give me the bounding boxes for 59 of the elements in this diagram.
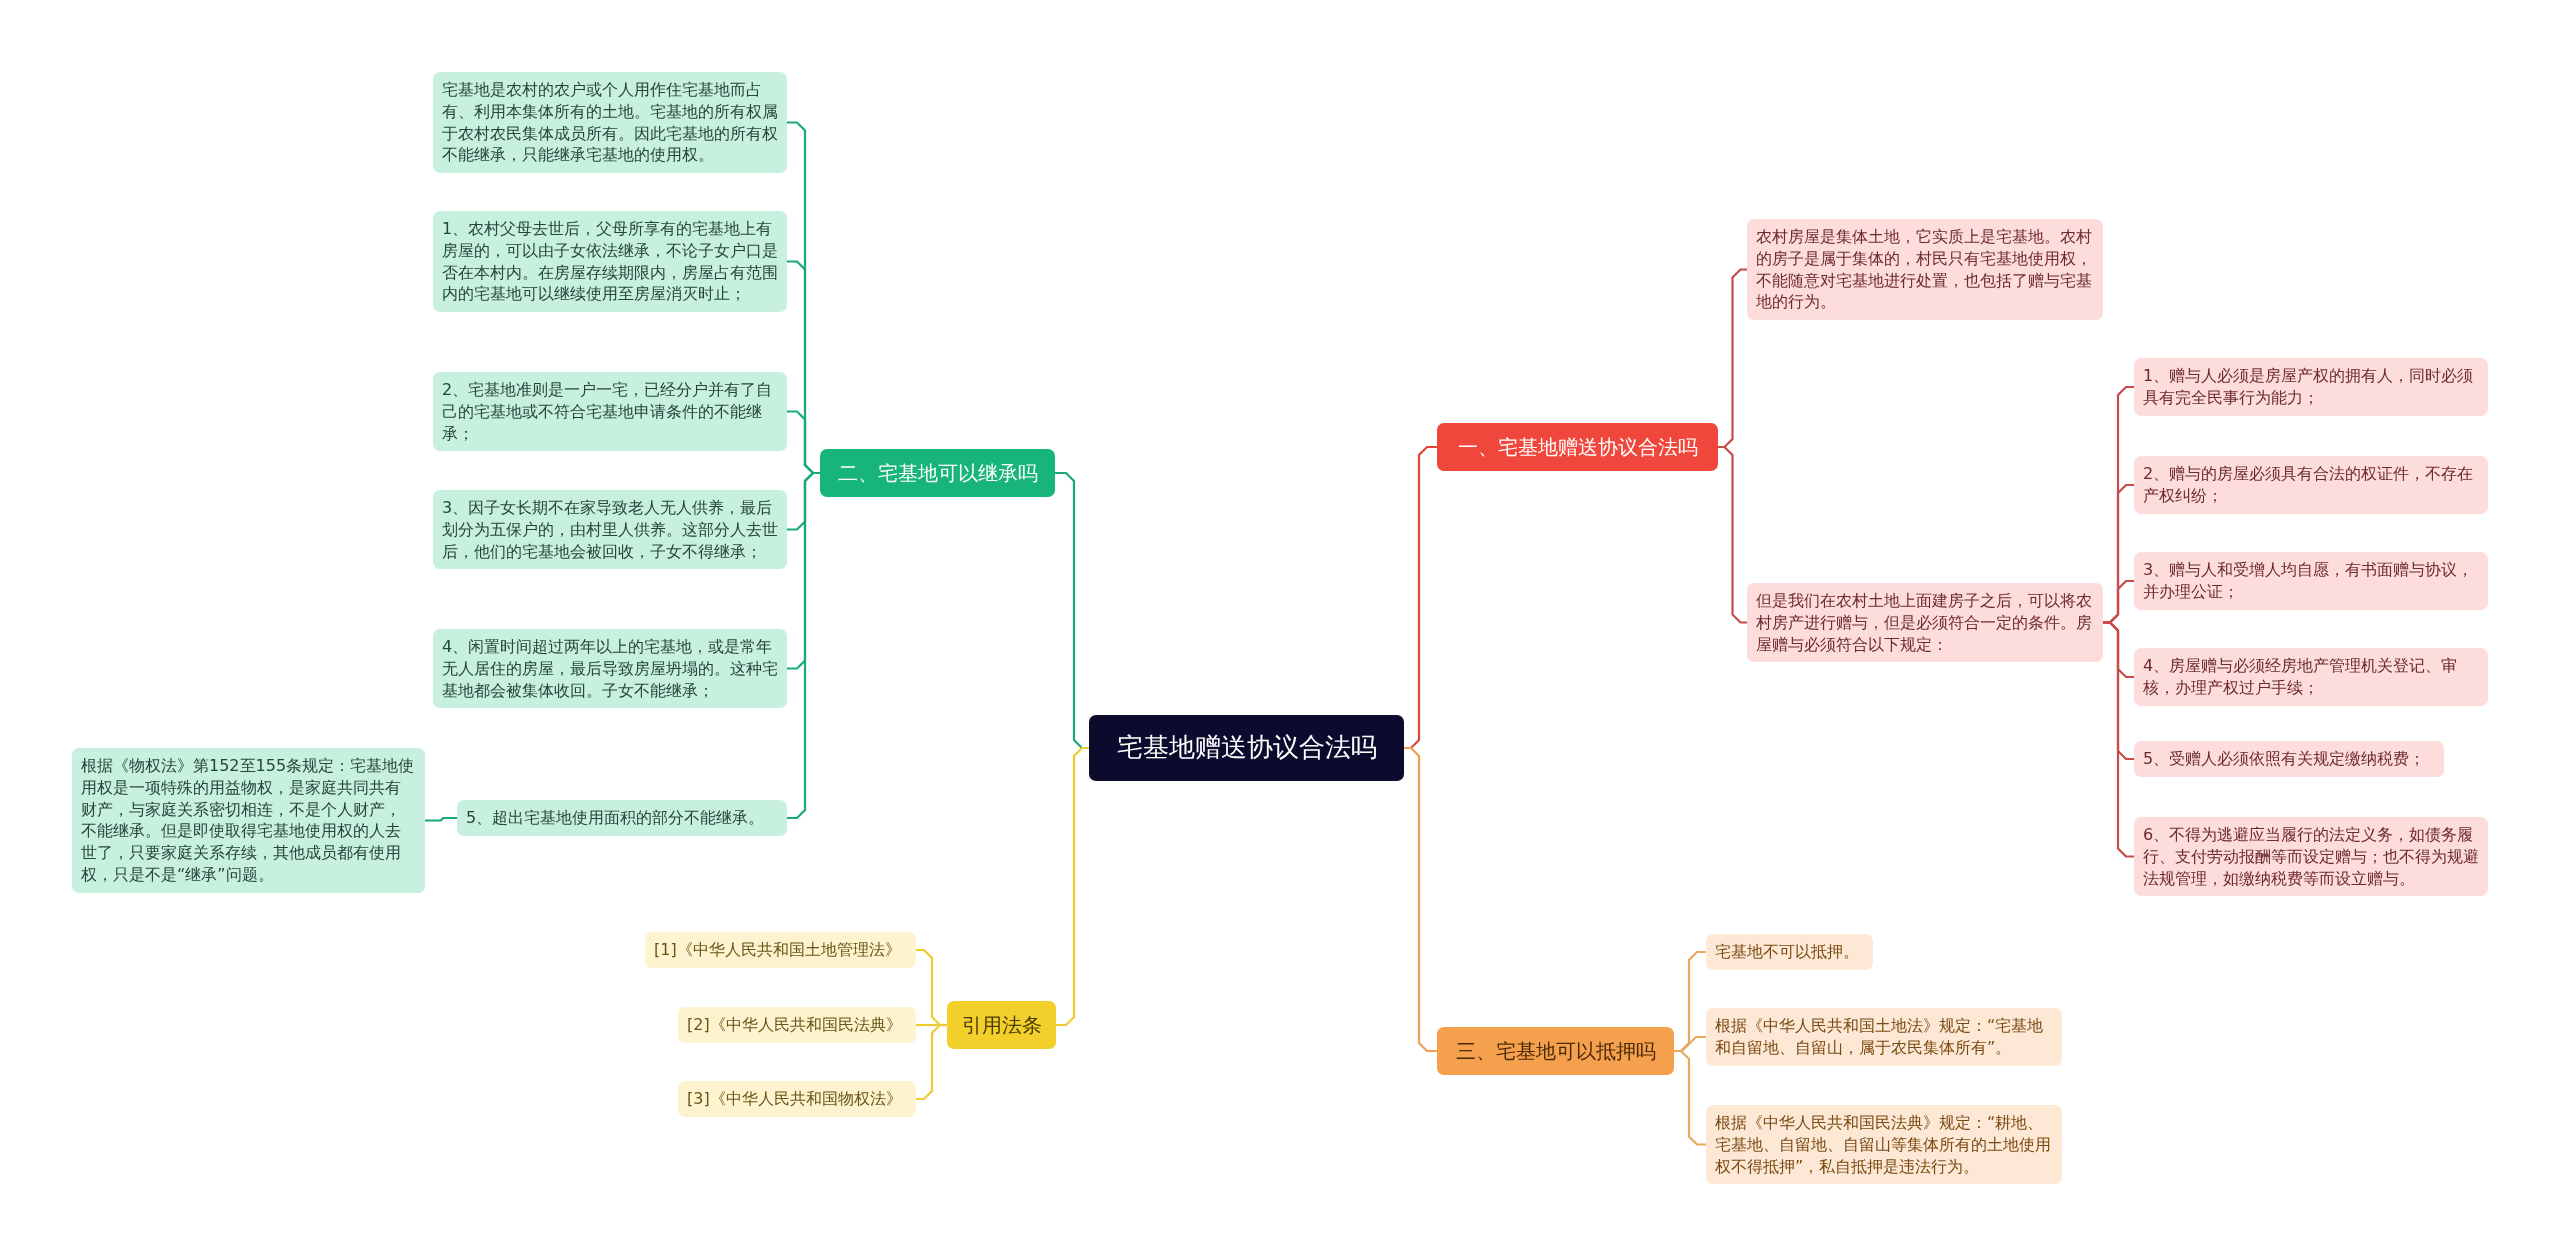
topic-text: 但是我们在农村土地上面建房子之后，可以将农村房产进行赠与，但是必须符合一定的条件。房屋赠与必须符合以下规定： bbox=[1756, 590, 2093, 656]
subtopic-box bbox=[433, 490, 787, 570]
topic-text: 4、闲置时间超过两年以上的宅基地，或是常年无人居住的房屋，最后导致房屋坍塌的。这种宅基地都会被集体收回。子女不能继承； bbox=[442, 636, 778, 702]
connector-line bbox=[787, 471, 820, 820]
topic-text: 4、房屋赠与必须经房地产管理机关登记、审核，办理产权过户手续； bbox=[2143, 655, 2459, 699]
topic-text: 根据《中华人民共和国土地法》规定：“宅基地和自留地、自留山，属于农民集体所有”。 bbox=[1715, 1015, 2045, 1059]
connector-line bbox=[425, 816, 457, 822]
topic-text: 2、宅基地准则是一户一宅，已经分户并有了自己的宅基地或不符合宅基地申请条件的不能继承； bbox=[442, 379, 774, 445]
subtopic-box bbox=[2134, 741, 2444, 777]
subtopic-box bbox=[678, 1081, 916, 1117]
subtopic-box bbox=[2134, 358, 2488, 416]
topic-text: 二、宅基地可以继承吗 bbox=[836, 460, 1039, 486]
subtopic-box bbox=[433, 372, 787, 452]
subtopic-box bbox=[433, 72, 787, 173]
topic-text: 3、赠与人和受增人均自愿，有书面赠与协议，并办理公证； bbox=[2143, 559, 2475, 603]
connector-line bbox=[916, 1023, 947, 1101]
subtopic-box bbox=[1747, 219, 2103, 320]
branch-topic bbox=[1437, 1027, 1674, 1075]
branch-topic bbox=[947, 1001, 1056, 1049]
topic-text: [3]《中华人民共和国物权法》 bbox=[687, 1088, 903, 1110]
subtopic-box bbox=[1706, 1105, 2062, 1185]
topic-text: 宅基地不可以抵押。 bbox=[1715, 941, 1860, 963]
topic-text: 5、受赠人必须依照有关规定缴纳税费； bbox=[2143, 748, 2427, 770]
topic-text: 2、赠与的房屋必须具有合法的权证件，不存在产权纠纷； bbox=[2143, 463, 2475, 507]
topic-text: 宅基地是农村的农户或个人用作住宅基地而占有、利用本集体所有的土地。宅基地的所有权属于农村农民集体成员所有。因此宅基地的所有权不能继承，只能继承宅基地的使用权。 bbox=[442, 79, 778, 166]
topic-text: 根据《中华人民共和国民法典》规定：“耕地、宅基地、自留地、自留山等集体所有的土地使用权不得抵押”，私自抵押是违法行为。 bbox=[1715, 1112, 2052, 1178]
subtopic-box bbox=[457, 800, 787, 836]
subtopic-box bbox=[433, 629, 787, 709]
topic-text: 6、不得为逃避应当履行的法定义务，如债务履行、支付劳动报酬等而设定赠与；也不得为规避法规管理，如缴纳税费等而设立赠与。 bbox=[2143, 824, 2479, 890]
connector-line bbox=[1718, 445, 1747, 624]
subtopic-box bbox=[1706, 1008, 2062, 1066]
topic-text: 3、因子女长期不在家导致老人无人供养，最后划分为五保户的，由村里人供养。这部分人去世后，他们的宅基地会被回收，子女不得继承； bbox=[442, 497, 778, 563]
topic-text: [2]《中华人民共和国民法典》 bbox=[687, 1014, 903, 1036]
connector-line bbox=[2103, 621, 2134, 858]
subtopic-box bbox=[2134, 456, 2488, 514]
topic-text: 5、超出宅基地使用面积的部分不能继承。 bbox=[466, 807, 766, 829]
topic-text: 根据《物权法》第152至155条规定：宅基地使用权是一项特殊的用益物权，是家庭共同共有财产，与家庭关系密切相连，不是个人财产，不能继承。但是即使取得宅基地使用权的人去世了，只要家庭关系存续，其他成员都有使用权，只是不是“继承”问题。 bbox=[81, 755, 416, 886]
connector-line bbox=[1056, 746, 1089, 1027]
topic-text: 引用法条 bbox=[960, 1012, 1043, 1038]
central-topic bbox=[1089, 715, 1404, 781]
branch-topic bbox=[820, 449, 1055, 497]
subtopic-box bbox=[1747, 583, 2103, 663]
branch-topic bbox=[1437, 423, 1718, 471]
subtopic-box bbox=[433, 211, 787, 312]
topic-text: [1]《中华人民共和国土地管理法》 bbox=[654, 939, 902, 961]
topic-text: 1、赠与人必须是房屋产权的拥有人，同时必须具有完全民事行为能力； bbox=[2143, 365, 2475, 409]
subtopic-box bbox=[2134, 648, 2488, 706]
subtopic-box bbox=[2134, 552, 2488, 610]
topic-text: 宅基地赠送协议合法吗 bbox=[1115, 731, 1378, 764]
subtopic-box bbox=[1706, 934, 1873, 970]
connector-line bbox=[1674, 1049, 1706, 1146]
subtopic-box bbox=[678, 1007, 916, 1043]
topic-text: 1、农村父母去世后，父母所享有的宅基地上有房屋的，可以由子女依法继承，不论子女户口是否在本村内。在房屋存续期限内，房屋占有范围内的宅基地可以继续使用至房屋消灭时止； bbox=[442, 218, 778, 305]
topic-text: 三、宅基地可以抵押吗 bbox=[1454, 1038, 1657, 1064]
subtopic-box bbox=[2134, 817, 2488, 897]
topic-text: 一、宅基地赠送协议合法吗 bbox=[1456, 434, 1699, 460]
connector-line bbox=[1404, 746, 1437, 1053]
topic-text: 农村房屋是集体土地，它实质上是宅基地。农村的房子是属于集体的，村民只有宅基地使用权，不能随意对宅基地进行处置，也包括了赠与宅基地的行为。 bbox=[1756, 226, 2093, 313]
subtopic-box bbox=[645, 932, 916, 968]
